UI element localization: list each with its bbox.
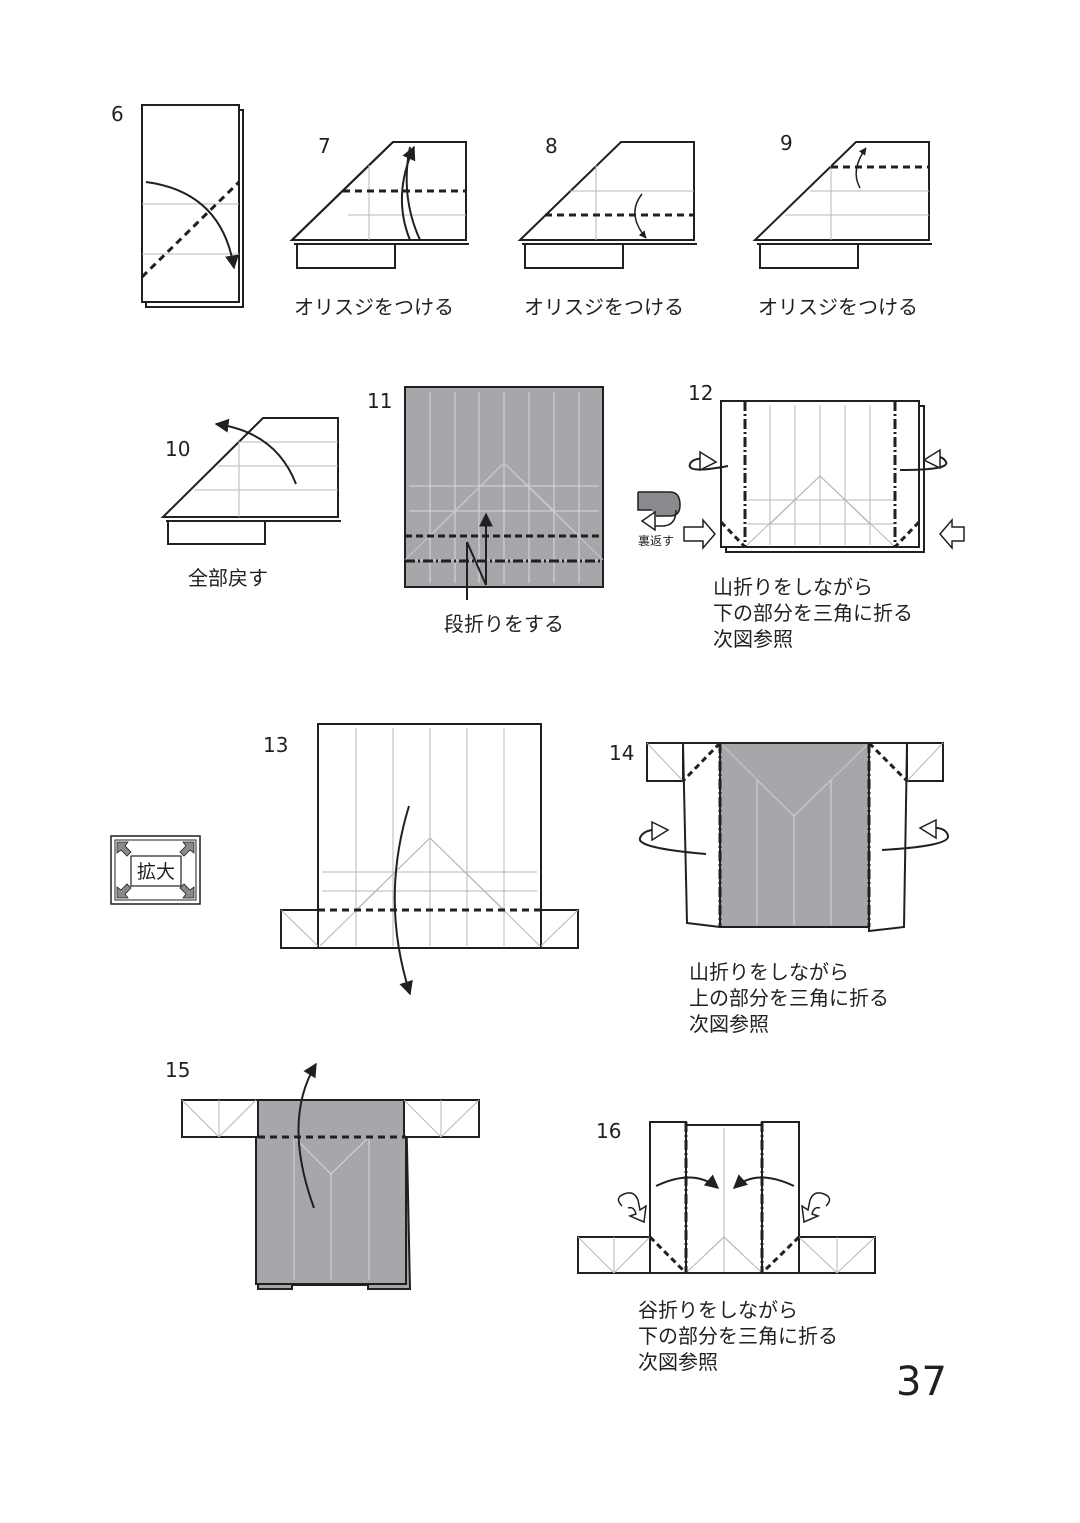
step-14-caption-line: 上の部分を三角に折る [689,986,889,1010]
step-13-diagram: 13 拡大 [110,723,579,996]
step-16-diagram: 16 [577,1119,876,1275]
press-icon-left [617,1192,647,1224]
step-8-number: 8 [545,134,558,158]
step-12-number: 12 [688,381,713,405]
step-16-caption: 谷折りをしながら 下の部分を三角に折る 次図参照 [638,1297,838,1375]
step-11-diagram: 11 [367,386,604,600]
step-14-number: 14 [609,741,634,765]
step-9-diagram: 9 [752,131,932,269]
step-14-caption: 山折りをしながら 上の部分を三角に折る 次図参照 [689,959,889,1037]
step-11-number: 11 [367,389,392,413]
zoom-label: 拡大 [137,861,175,883]
step-16-caption-line: 谷折りをしながら [638,1298,798,1322]
step-15-diagram: 15 [165,1058,480,1290]
step-12-caption-line: 下の部分を三角に折る [713,601,913,625]
step-15-number: 15 [165,1058,190,1082]
step-11-caption: 段折りをする [444,612,564,636]
step-14-caption-line: 次図参照 [689,1012,769,1036]
page-number: 37 [896,1359,947,1405]
step-12-caption-line: 次図参照 [713,627,793,651]
step-7-number: 7 [318,134,331,158]
step-12-caption: 山折りをしながら 下の部分を三角に折る 次図参照 [713,574,913,652]
step-9-caption: オリスジをつける [758,295,918,319]
step-7-diagram: 7 [289,134,469,269]
step-10-diagram: 10 [160,417,341,545]
step-12-diagram: 12 裏返す [637,381,965,553]
step-16-caption-line: 下の部分を三角に折る [638,1324,838,1348]
step-14-caption-line: 山折りをしながら [689,960,849,984]
turn-over-label: 裏返す [638,533,674,548]
step-12-caption-line: 山折りをしながら [713,575,873,599]
step-8-caption: オリスジをつける [524,295,684,319]
step-6-number: 6 [111,102,124,126]
step-16-number: 16 [596,1119,621,1143]
step-7-caption: オリスジをつける [294,295,454,319]
step-6-diagram: 6 [111,102,244,308]
step-14-diagram: 14 [609,741,949,933]
step-9-number: 9 [780,131,793,155]
step-13-number: 13 [263,733,288,757]
turn-over-icon [637,491,681,532]
zoom-icon [110,835,201,905]
step-8-diagram: 8 [517,134,697,269]
step-10-number: 10 [165,437,190,461]
step-16-caption-line: 次図参照 [638,1350,718,1374]
press-icon-right [801,1192,831,1224]
step-10-caption: 全部戻す [188,566,268,590]
